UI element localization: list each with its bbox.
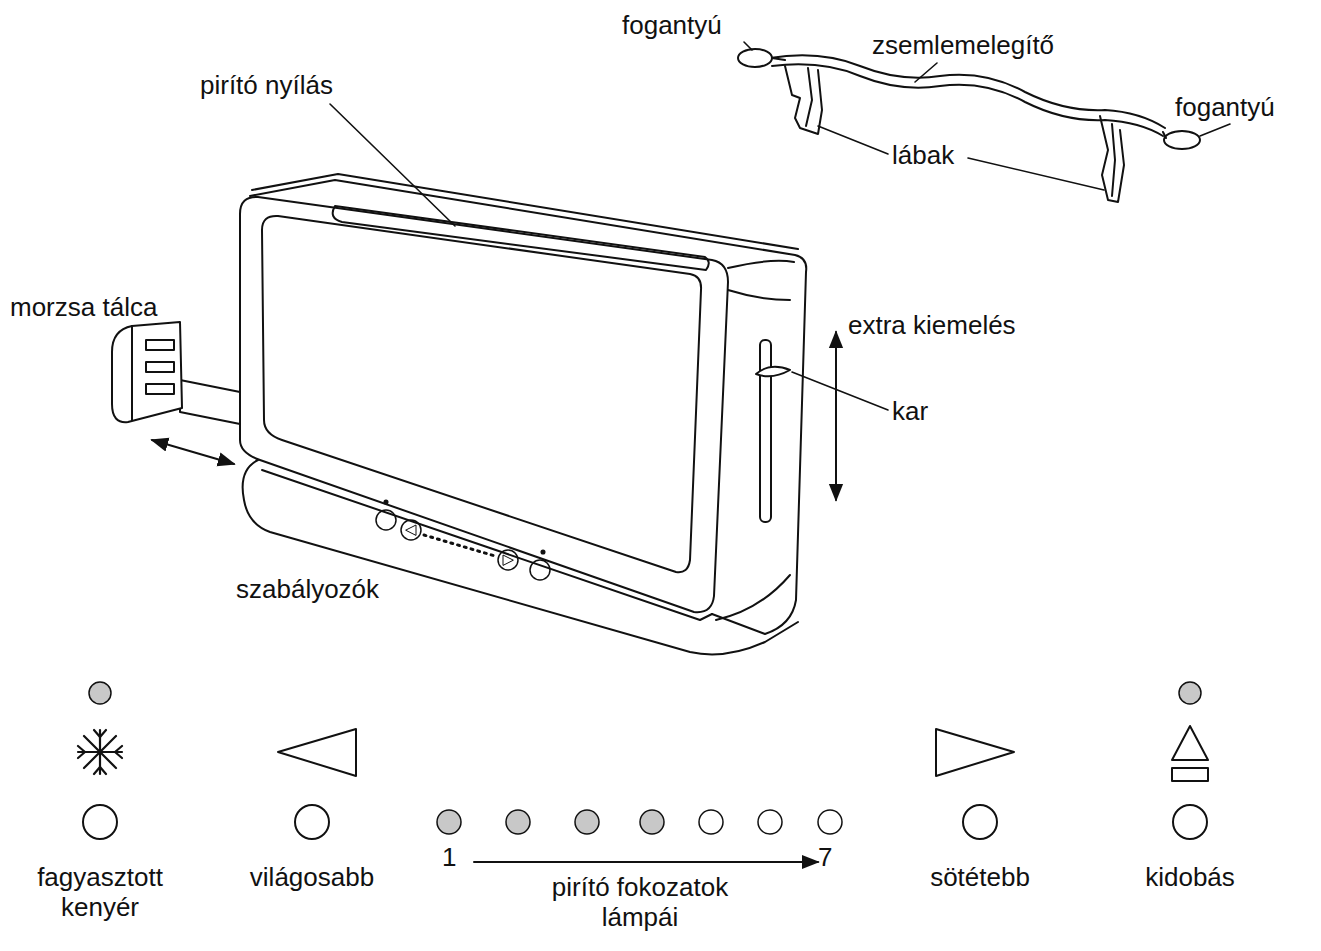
part-label: pirító fokozatok lámpái	[522, 872, 758, 932]
control-panel	[78, 682, 1208, 862]
leader-lines	[330, 42, 1230, 500]
part-label: 1	[442, 842, 462, 872]
part-label: 7	[818, 842, 842, 872]
part-label: szabályozók	[236, 574, 416, 604]
part-label: fogantyú	[1175, 92, 1315, 122]
snowflake-symbol	[78, 730, 122, 774]
part-label: fogantyú	[622, 10, 752, 40]
eject-symbol	[1172, 726, 1208, 781]
part-label: pirító nyílás	[200, 70, 390, 100]
part-label: világosabb	[232, 862, 392, 892]
part-label: lábak	[892, 140, 982, 170]
part-label: morzsa tálca	[10, 292, 180, 322]
bun-warmer	[738, 49, 1200, 202]
part-label: sötétebb	[905, 862, 1055, 892]
part-label: kar	[892, 396, 952, 426]
darker-symbol	[936, 729, 1014, 776]
base-controls	[376, 500, 550, 580]
part-label: extra kiemelés	[848, 310, 1058, 340]
lighter-symbol	[278, 729, 356, 776]
crumb-tray	[112, 322, 240, 464]
part-label: kidobás	[1120, 862, 1260, 892]
part-label: fagyasztott kenyér	[8, 862, 192, 922]
part-label: zsemlemelegítő	[872, 30, 1092, 60]
